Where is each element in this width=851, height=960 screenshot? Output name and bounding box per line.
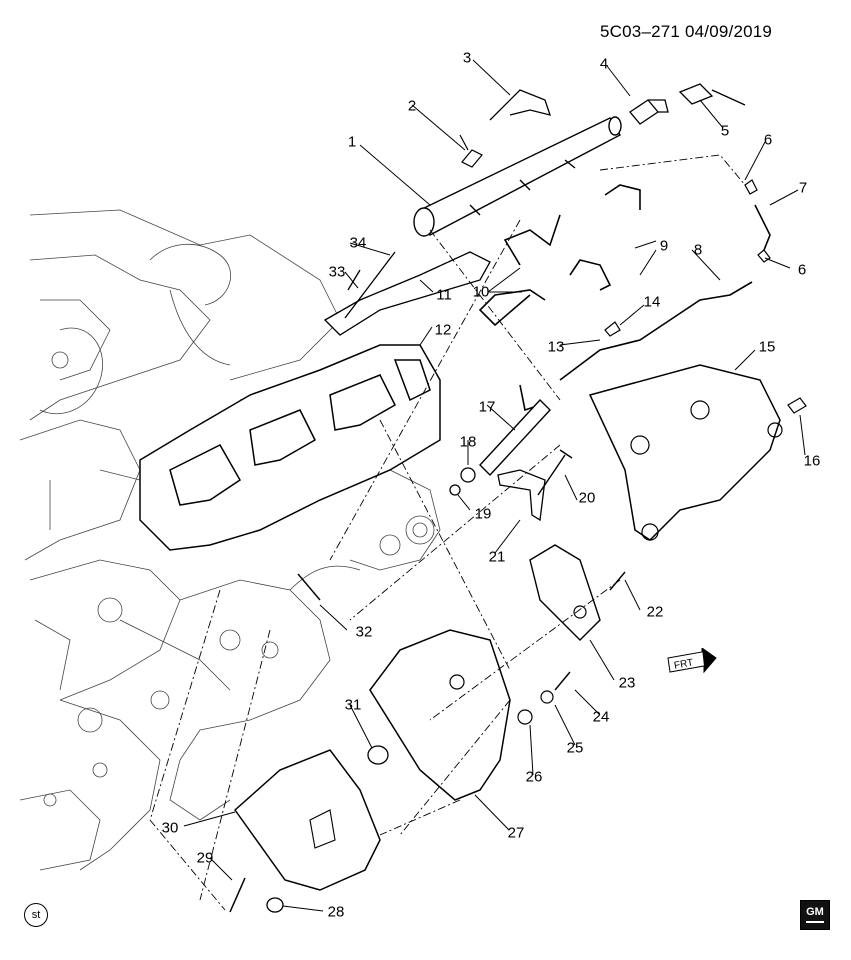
bolt-20 (537, 449, 573, 496)
connector (678, 83, 746, 106)
cover-30 (233, 749, 381, 891)
bolt (459, 134, 483, 168)
injector (479, 398, 551, 477)
callout-2: 2 (407, 97, 417, 115)
leader-lines (183, 59, 806, 912)
callout-24: 24 (592, 708, 610, 726)
callout-34: 34 (349, 234, 367, 252)
callout-31: 31 (344, 696, 362, 714)
grommet-28 (266, 897, 284, 913)
callout-19: 19 (474, 505, 492, 523)
bracket (489, 89, 551, 121)
stud-29 (229, 877, 246, 913)
clamp (497, 469, 546, 522)
front-arrow-icon: FRT (667, 648, 717, 674)
callout-20: 20 (578, 489, 596, 507)
callout-7: 7 (798, 179, 808, 197)
callout-6a: 6 (763, 131, 773, 149)
callout-13: 13 (547, 338, 565, 356)
callout-26: 26 (525, 768, 543, 786)
seal-18 (460, 467, 476, 483)
callout-21: 21 (488, 548, 506, 566)
callout-18: 18 (459, 433, 477, 451)
washer-26 (517, 709, 533, 725)
callout-27: 27 (507, 824, 525, 842)
callout-10: 10 (472, 283, 490, 301)
cover-27 (369, 629, 511, 801)
fuel-rail (413, 116, 622, 237)
callout-12: 12 (434, 321, 452, 339)
callout-14: 14 (643, 293, 661, 311)
callout-28: 28 (327, 903, 345, 921)
engine-block-illustration (19, 209, 441, 871)
callout-4: 4 (599, 55, 609, 73)
callout-30: 30 (161, 819, 179, 837)
diagram-code: 5C03–271 04/09/2019 (600, 22, 773, 41)
washer-25 (540, 690, 554, 704)
stud-32 (297, 573, 321, 601)
insulator (139, 344, 441, 551)
upper-bracket (323, 251, 491, 336)
pressure-sensor (629, 99, 669, 125)
fuel-lines (478, 184, 641, 412)
callout-23: 23 (618, 674, 636, 692)
callout-15: 15 (758, 338, 776, 356)
gm-logo: GM (800, 900, 830, 930)
bolt-22 (609, 571, 626, 591)
callout-22: 22 (646, 603, 664, 621)
callout-33: 33 (328, 263, 346, 281)
bolt-14 (604, 321, 621, 337)
guide-lines (149, 154, 746, 911)
studs (344, 251, 396, 319)
callout-9: 9 (659, 237, 669, 255)
bolt-24 (554, 671, 571, 691)
bracket-23 (529, 544, 601, 641)
callout-3: 3 (462, 49, 472, 67)
callout-5: 5 (720, 122, 730, 140)
callout-6b: 6 (797, 261, 807, 279)
front-arrow-label: FRT (673, 657, 694, 671)
seal-19 (449, 484, 461, 496)
callout-17: 17 (478, 398, 496, 416)
return-line (559, 281, 753, 381)
bolt-16 (787, 397, 807, 414)
st-badge: st (24, 903, 48, 927)
callout-29: 29 (196, 849, 214, 867)
callout-8: 8 (693, 241, 703, 259)
callout-11: 11 (436, 286, 452, 304)
callout-16: 16 (803, 452, 821, 470)
grommet-31 (367, 745, 389, 765)
hose (754, 204, 771, 256)
callout-32: 32 (355, 623, 373, 641)
heat-shield (588, 364, 781, 541)
callout-1: 1 (347, 133, 357, 151)
callout-25: 25 (566, 739, 584, 757)
